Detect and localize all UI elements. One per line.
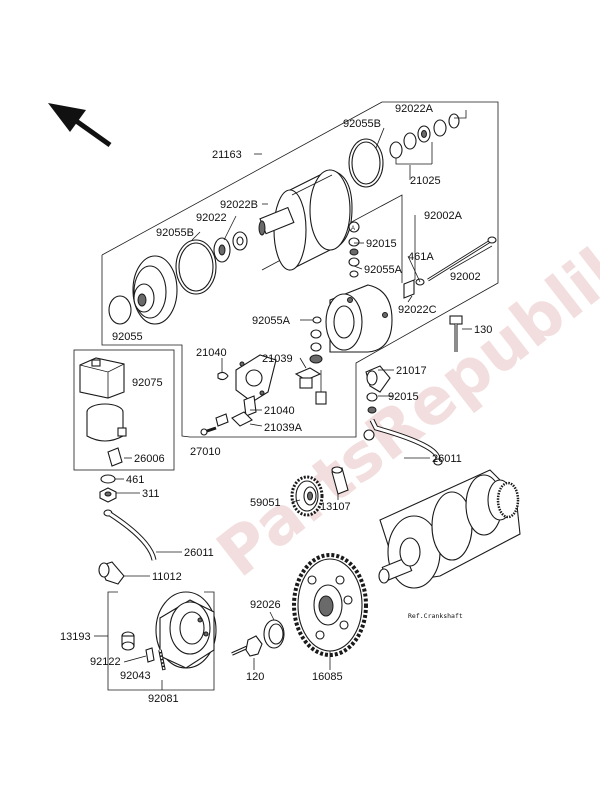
label-21025: 21025 [410, 175, 441, 187]
screw-27010 [200, 426, 217, 436]
leader-lines [94, 110, 493, 690]
label-21040-b: 21040 [264, 405, 295, 417]
label-92055B: 92055B [156, 227, 194, 239]
label-26011: 26011 [432, 453, 462, 465]
label-92122: 92122 [90, 656, 121, 668]
washer-stack [389, 113, 460, 159]
nut-92015 [366, 392, 378, 402]
through-bolt [427, 236, 497, 282]
o-ring-92055 [108, 295, 132, 325]
label-461A: 461A [408, 251, 434, 263]
label-92026: 92026 [250, 599, 281, 611]
label-21017: 21017 [396, 365, 427, 377]
label-21039A: 21039A [264, 422, 303, 434]
washer-92026 [263, 619, 285, 649]
cable-26011 [363, 418, 443, 466]
brush-21039 [294, 367, 327, 405]
label-27010: 27010 [190, 446, 221, 458]
label-120: 120 [246, 671, 264, 683]
brush-plate [235, 354, 277, 403]
label-461: 461 [126, 474, 144, 486]
part-labels: 92022A 92055B 21163 21025 92022B 92022 9… [60, 103, 492, 705]
label-92015-b: 92015 [388, 391, 419, 403]
nut-461 [100, 474, 116, 484]
rear-cover [325, 284, 393, 353]
label-92081: 92081 [148, 693, 179, 705]
cable-26011-left [103, 509, 157, 561]
label-92022B: 92022B [220, 199, 258, 211]
label-92055B-top: 92055B [343, 118, 381, 130]
label-26011-b: 26011 [184, 547, 214, 559]
bolt-120 [231, 635, 263, 657]
connector-26006 [107, 447, 123, 467]
motor-yoke [258, 169, 353, 271]
starter-driven-gear [292, 553, 368, 657]
label-130: 130 [474, 324, 492, 336]
terminal-92022c [403, 279, 415, 299]
brush-21039a [215, 411, 253, 427]
idle-gear-59051 [290, 475, 324, 517]
label-92043: 92043 [120, 670, 151, 682]
o-ring-92055a [312, 316, 322, 324]
relay-cover-92075 [79, 357, 125, 399]
label-92015: 92015 [366, 238, 397, 250]
label-59051: 59051 [250, 497, 281, 509]
label-92002A: 92002A [424, 210, 463, 222]
label-26006: 26006 [134, 453, 165, 465]
label-11012: 11012 [152, 571, 182, 583]
front-cover [132, 255, 178, 325]
label-13193: 13193 [60, 631, 91, 643]
label-92055A-b: 92055A [252, 315, 291, 327]
label-13107: 13107 [320, 501, 351, 513]
brush-holder-parts: A [348, 221, 360, 278]
label-21163: 21163 [212, 149, 242, 161]
spring-92043 [145, 647, 155, 663]
reference-note: Ref.Crankshaft [408, 612, 463, 620]
bolt-130 [449, 315, 463, 352]
label-311: 311 [142, 488, 160, 500]
relay-body [86, 403, 127, 442]
label-92022C: 92022C [398, 304, 437, 316]
label-21040: 21040 [196, 347, 227, 359]
starter-clutch [155, 591, 217, 669]
label-21039: 21039 [262, 353, 293, 365]
boot-11012 [98, 561, 125, 585]
label-92022: 92022 [196, 212, 227, 224]
label-92055: 92055 [112, 331, 143, 343]
pin-92081 [158, 649, 166, 671]
label-92002: 92002 [450, 271, 481, 283]
spring-21040 [217, 371, 229, 381]
label-92055A: 92055A [364, 264, 403, 276]
shaft-13107 [331, 466, 349, 495]
label-92022A: 92022A [395, 103, 434, 115]
roller-92122 [121, 631, 135, 651]
svg-text:A: A [351, 226, 355, 232]
direction-arrow-icon [48, 103, 112, 148]
label-16085: 16085 [312, 671, 343, 683]
relay-21017 [365, 365, 391, 393]
crankshaft [378, 469, 521, 589]
brush-spring-21040b [243, 395, 257, 417]
label-92075: 92075 [132, 377, 163, 389]
nut-311 [99, 487, 117, 503]
